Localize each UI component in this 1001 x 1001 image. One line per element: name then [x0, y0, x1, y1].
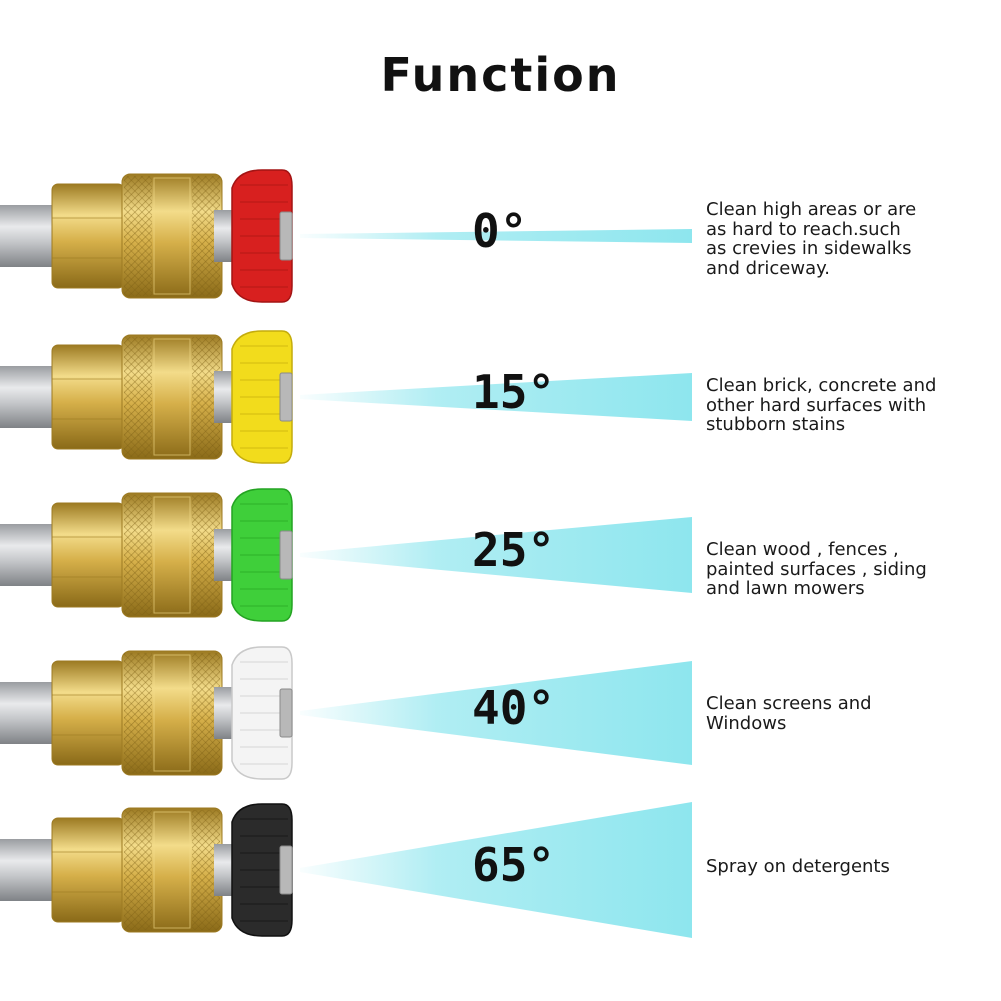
description-3: Clean screens and Windows: [706, 693, 872, 734]
angle-label-2: 25°: [472, 523, 556, 577]
spray-fan-3: [300, 661, 692, 765]
nozzle-1: [0, 330, 293, 464]
brass-hex-nut: [51, 183, 125, 289]
spray-fans: [300, 229, 692, 938]
nozzle-0: [0, 169, 293, 303]
brass-hex-nut: [51, 660, 125, 766]
spray-fan-2: [300, 517, 692, 593]
brass-hex-nut: [51, 817, 125, 923]
angle-label-3: 40°: [472, 681, 556, 735]
description-2: Clean wood , fences , painted surfaces ,…: [706, 539, 927, 599]
nozzle-2: [0, 488, 293, 622]
brass-hex-nut: [51, 502, 125, 608]
spray-fan-1: [300, 373, 692, 421]
steel-neck: [214, 687, 236, 739]
description-4: Spray on detergents: [706, 856, 890, 877]
steel-neck: [214, 529, 236, 581]
description-1: Clean brick, concrete and other hard sur…: [706, 375, 937, 435]
angle-label-0: 0°: [472, 204, 528, 258]
page-title: Function: [380, 48, 621, 102]
steel-neck: [214, 844, 236, 896]
angle-label-1: 15°: [472, 365, 556, 419]
steel-neck: [214, 210, 236, 262]
nozzle-3: [0, 646, 293, 780]
description-0: Clean high areas or are as hard to reach…: [706, 199, 917, 279]
brass-hex-nut: [51, 344, 125, 450]
angle-label-4: 65°: [472, 838, 556, 892]
spray-fan-0: [300, 229, 692, 243]
nozzle-group: [0, 169, 293, 937]
steel-neck: [214, 371, 236, 423]
spray-fan-4: [300, 802, 692, 938]
nozzle-4: [0, 803, 293, 937]
